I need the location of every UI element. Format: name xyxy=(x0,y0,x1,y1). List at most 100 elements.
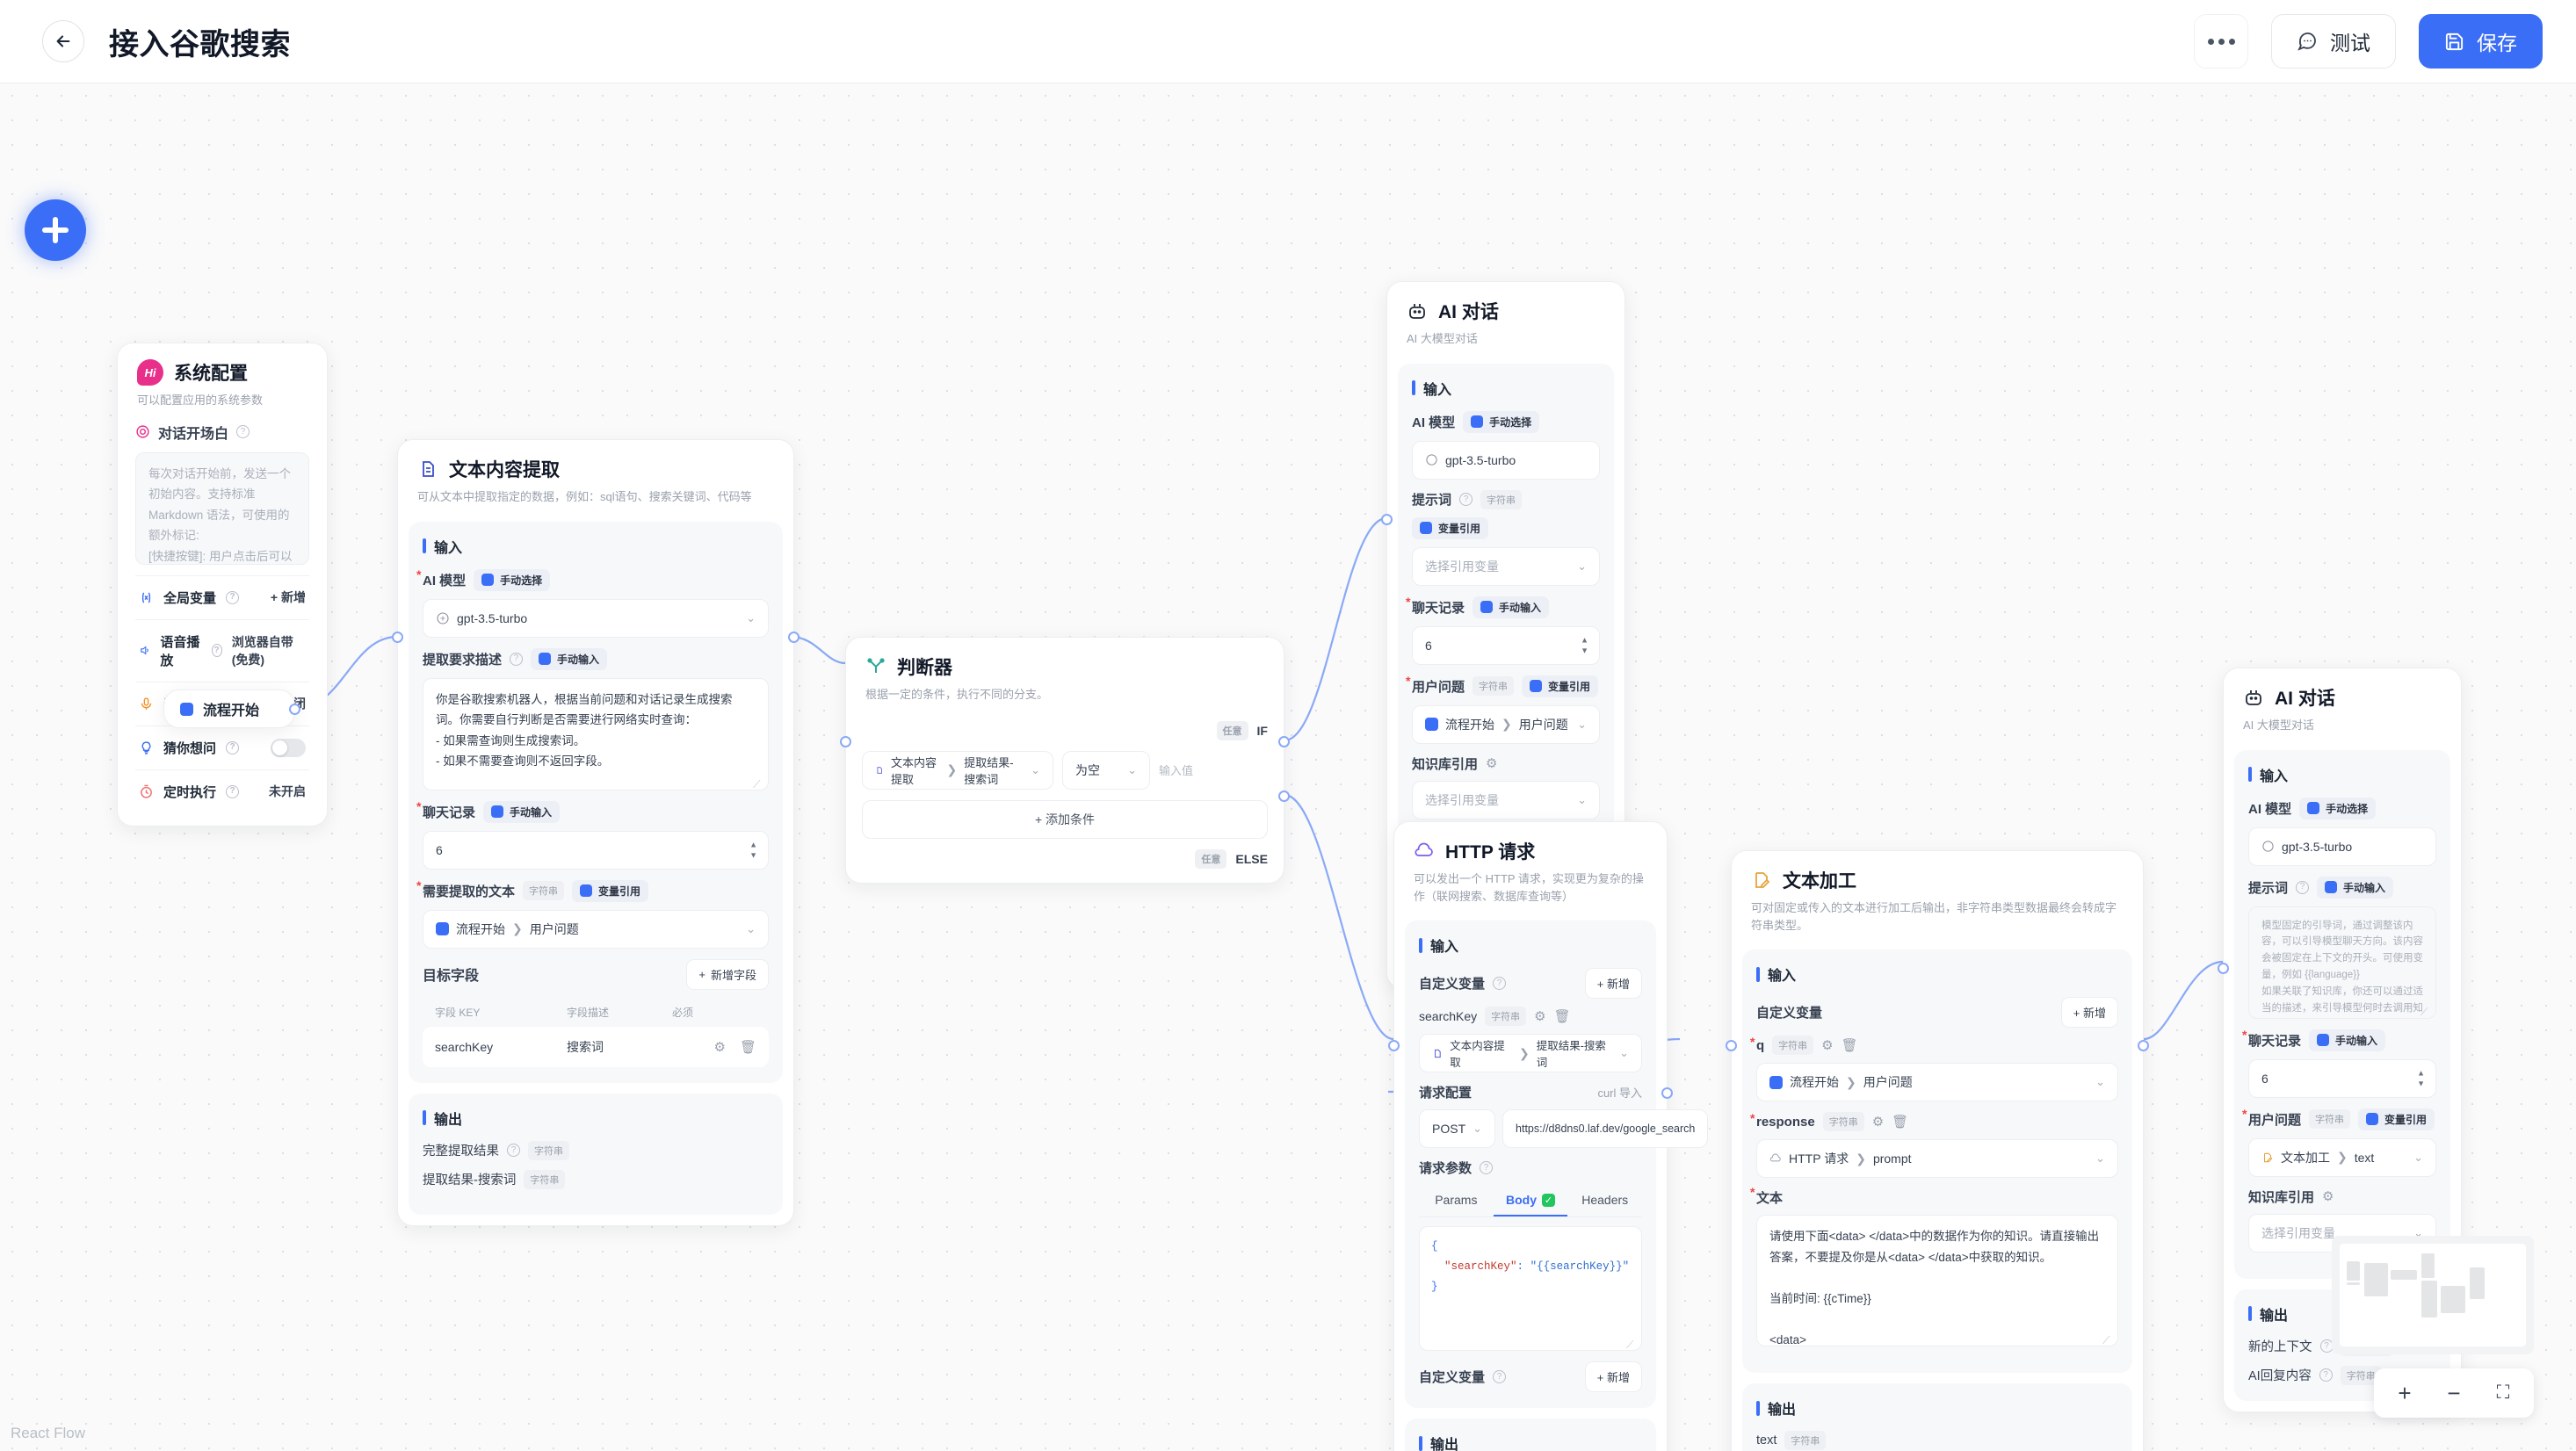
sysrow-voice-play[interactable]: 语音播放 ? 浏览器自带(免费) xyxy=(135,618,309,682)
prompt-variable-select[interactable]: 选择引用变量 ⌄ xyxy=(1412,546,1600,586)
help-icon[interactable]: ? xyxy=(1493,1370,1507,1383)
prompt-mode-pill[interactable]: 手动输入 xyxy=(2317,876,2394,899)
input-handle[interactable] xyxy=(1381,514,1393,525)
tab-body[interactable]: Body ✓ xyxy=(1493,1185,1568,1216)
input-handle[interactable] xyxy=(2218,963,2229,974)
help-icon[interactable]: ? xyxy=(2319,1368,2333,1382)
condition-variable-select[interactable]: 文本内容提取 ❯ 提取结果-搜索词 ⌄ xyxy=(862,750,1053,790)
help-icon[interactable]: ? xyxy=(510,652,524,666)
condition-value-input[interactable]: 输入值 xyxy=(1159,764,1194,777)
input-handle[interactable] xyxy=(1388,1040,1400,1051)
source-mode-pill[interactable]: 变量引用 xyxy=(572,879,649,902)
http-method-select[interactable]: POST ⌄ xyxy=(1419,1109,1496,1148)
stepper-icon[interactable]: ▲▼ xyxy=(749,840,757,859)
sysrow-global-var[interactable]: 全局变量 ? + 新增 xyxy=(135,574,309,619)
add-field-button[interactable]: + 新增字段 xyxy=(686,958,769,990)
flow-canvas[interactable]: Hi 系统配置 可以配置应用的系统参数 对话开场白 ? 每次对话开始前，发送一个… xyxy=(0,83,2576,1451)
add-variable-button[interactable]: + 新增 xyxy=(1584,968,1642,999)
save-button[interactable]: 保存 xyxy=(2419,14,2543,69)
trash-icon[interactable]: 🗑 xyxy=(1553,1009,1571,1024)
question-mode-pill[interactable]: 变量引用 xyxy=(1522,675,1599,697)
text-textarea[interactable]: 请使用下面<data> </data>中的数据作为你的知识。请直接输出答案，不要… xyxy=(1756,1215,2118,1346)
table-row[interactable]: searchKey 搜索词 ⚙ 🗑 xyxy=(423,1026,769,1067)
help-icon[interactable]: ? xyxy=(507,1144,520,1157)
help-icon[interactable]: ? xyxy=(1459,493,1473,506)
stepper-icon[interactable]: ▲▼ xyxy=(1581,635,1588,654)
model-mode-pill[interactable]: 手动选择 xyxy=(1463,410,1540,433)
zoom-in-button[interactable]: + xyxy=(2398,1379,2412,1406)
help-icon[interactable]: ? xyxy=(1493,977,1507,990)
guess-question-toggle[interactable] xyxy=(271,738,306,757)
history-mode-pill[interactable]: 手动输入 xyxy=(483,800,561,823)
row-value[interactable]: + 新增 xyxy=(270,590,306,604)
input-handle[interactable] xyxy=(392,632,403,643)
help-icon[interactable]: ? xyxy=(1480,1161,1494,1174)
kb-variable-select[interactable]: 选择引用变量 ⌄ xyxy=(1412,780,1600,819)
prompt-textarea[interactable]: 你是谷歌搜索机器人，根据当前问题和对话记录生成搜索词。你需要自行判断是否需要进行… xyxy=(423,677,769,790)
node-text-extract[interactable]: 文本内容提取 可从文本中提取指定的数据，例如：sql语句、搜索关键词、代码等 输… xyxy=(392,439,800,1226)
output-handle[interactable] xyxy=(1661,1087,1673,1099)
history-number-input[interactable]: 6 ▲▼ xyxy=(423,830,769,870)
curl-import-button[interactable]: curl 导入 xyxy=(1597,1086,1642,1100)
prompt-mode-pill[interactable]: 手动输入 xyxy=(531,647,608,670)
add-node-button[interactable] xyxy=(25,199,86,261)
model-mode-pill[interactable]: 手动选择 xyxy=(2299,797,2377,819)
add-variable-button[interactable]: + 新增 xyxy=(2060,997,2118,1028)
gear-icon[interactable]: ⚙ xyxy=(2322,1189,2334,1204)
zoom-out-button[interactable]: − xyxy=(2447,1379,2461,1406)
add-variable-button-2[interactable]: + 新增 xyxy=(1584,1361,1642,1392)
opening-textarea[interactable]: 每次对话开始前，发送一个初始内容。支持标准 Markdown 语法，可使用的额外… xyxy=(135,451,309,565)
zoom-controls[interactable]: + − ⛶ xyxy=(2374,1368,2534,1418)
sysrow-schedule[interactable]: 定时执行 ? 未开启 xyxy=(135,769,309,813)
sysrow-guess-question[interactable]: 猜你想问 ? xyxy=(135,725,309,769)
history-number-input[interactable]: 6 ▲▼ xyxy=(1412,625,1600,665)
model-mode-pill[interactable]: 手动选择 xyxy=(474,568,551,591)
var-q-select[interactable]: 流程开始 ❯ 用户问题 ⌄ xyxy=(1756,1063,2118,1101)
node-text-process[interactable]: 文本加工 可对固定或传入的文本进行加工后输出，非字符串类型数据最终会转成字符串类… xyxy=(1726,850,2149,1451)
question-variable-select[interactable]: 文本加工 ❯ text ⌄ xyxy=(2248,1137,2436,1177)
gear-icon[interactable]: ⚙ xyxy=(1486,756,1498,771)
back-button[interactable] xyxy=(42,20,84,62)
help-icon[interactable]: ? xyxy=(2296,880,2310,894)
more-button[interactable] xyxy=(2194,14,2248,69)
help-icon[interactable]: ? xyxy=(211,644,222,657)
trash-icon[interactable]: 🗑 xyxy=(739,1039,756,1055)
row-value[interactable]: 浏览器自带(免费) xyxy=(231,634,293,667)
help-icon[interactable]: ? xyxy=(226,740,240,754)
tab-headers[interactable]: Headers xyxy=(1581,1193,1629,1207)
history-mode-pill[interactable]: 手动输入 xyxy=(1473,596,1550,618)
help-icon[interactable]: ? xyxy=(226,590,240,604)
row-value[interactable]: 未开启 xyxy=(269,784,306,798)
tab-params[interactable]: Params xyxy=(1435,1193,1478,1207)
searchkey-variable-select[interactable]: 文本内容提取 ❯ 提取结果-搜索词 ⌄ xyxy=(1419,1034,1642,1072)
gear-icon[interactable]: ⚙ xyxy=(1821,1038,1834,1053)
question-variable-select[interactable]: 流程开始 ❯ 用户问题 ⌄ xyxy=(1412,704,1600,744)
input-handle[interactable] xyxy=(1726,1040,1737,1051)
gear-icon[interactable]: ⚙ xyxy=(1534,1009,1546,1024)
model-select[interactable]: gpt-3.5-turbo xyxy=(2248,827,2436,866)
stepper-icon[interactable]: ▲▼ xyxy=(2417,1068,2425,1087)
output-handle[interactable] xyxy=(788,632,800,643)
input-handle[interactable] xyxy=(840,736,851,747)
fit-view-button[interactable]: ⛶ xyxy=(2496,1382,2510,1403)
http-url-input[interactable]: https://d8dns0.laf.dev/google_search xyxy=(1502,1109,1709,1148)
else-output-handle[interactable] xyxy=(1278,790,1290,802)
question-mode-pill[interactable]: 变量引用 xyxy=(2358,1108,2435,1130)
var-response-select[interactable]: HTTP 请求 ❯ prompt ⌄ xyxy=(1756,1139,2118,1178)
gear-icon[interactable]: ⚙ xyxy=(713,1039,726,1055)
prompt-mode-pill[interactable]: 变量引用 xyxy=(1412,516,1489,539)
prompt-textarea[interactable]: 模型固定的引导词，通过调整该内容，可以引导模型聊天方向。该内容会被固定在上下文的… xyxy=(2248,906,2436,1019)
history-number-input[interactable]: 6 ▲▼ xyxy=(2248,1058,2436,1098)
node-condition[interactable]: 判断器 根据一定的条件，执行不同的分支。 任意 IF 文本内容提取 ❯ 提取结果… xyxy=(840,637,1290,884)
trash-icon[interactable]: 🗑 xyxy=(1892,1115,1909,1130)
minimap[interactable] xyxy=(2332,1236,2534,1354)
history-mode-pill[interactable]: 手动输入 xyxy=(2309,1029,2386,1051)
output-handle[interactable] xyxy=(2138,1040,2149,1051)
condition-operator-select[interactable]: 为空 ⌄ xyxy=(1062,750,1150,790)
if-output-handle[interactable] xyxy=(1278,736,1290,747)
help-icon[interactable]: ? xyxy=(236,425,250,438)
help-icon[interactable]: ? xyxy=(226,784,240,798)
add-condition-button[interactable]: + 添加条件 xyxy=(862,799,1268,839)
source-variable-select[interactable]: 流程开始 ❯ 用户问题 ⌄ xyxy=(423,909,769,949)
model-select[interactable]: gpt-3.5-turbo ⌄ xyxy=(423,598,769,638)
